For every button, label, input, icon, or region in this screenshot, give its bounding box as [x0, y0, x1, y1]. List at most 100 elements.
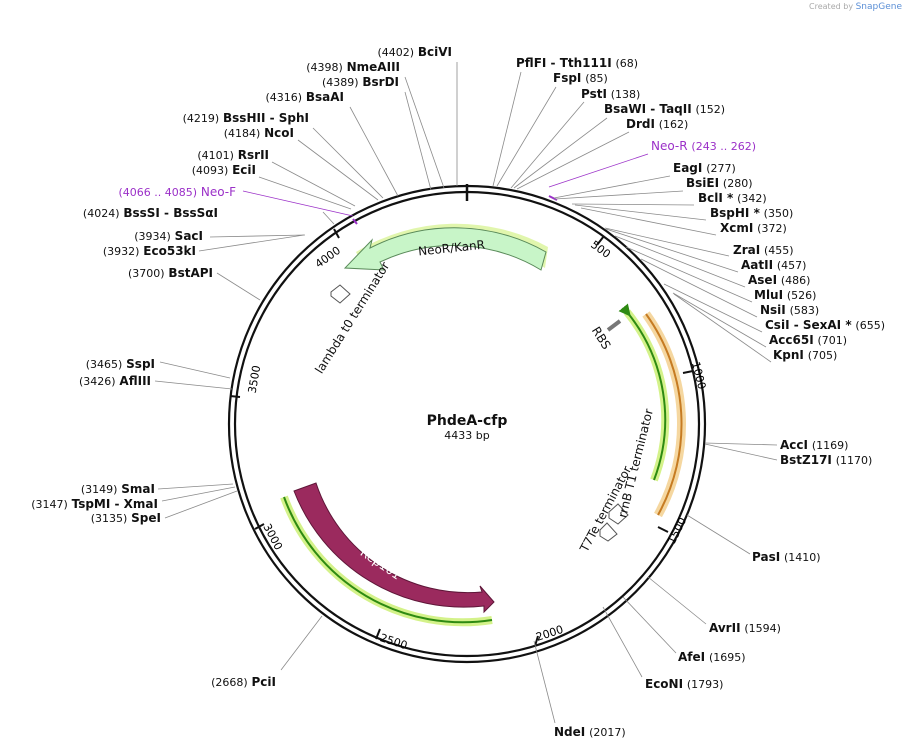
site-name: BciVI	[418, 45, 452, 59]
site-label: AseI (486)	[748, 273, 810, 287]
site-position: (1793)	[687, 678, 724, 691]
site-position: (2017)	[589, 726, 626, 739]
site-label: PflFI - Tth111I (68)	[516, 56, 638, 70]
site-name: MluI	[754, 288, 783, 302]
site-leader-line	[258, 176, 352, 210]
site-position: (152)	[696, 103, 726, 116]
neor-arrow	[343, 227, 547, 271]
site-name: SmaI	[121, 482, 155, 496]
site-label: (3149) SmaI	[81, 482, 155, 496]
site-leader-line	[574, 204, 707, 221]
site-label: PstI (138)	[581, 87, 640, 101]
tick-mark-500	[596, 235, 605, 246]
site-position: (4398)	[306, 61, 343, 74]
site-position: (4316)	[265, 91, 302, 104]
site-position: (4101)	[197, 149, 234, 162]
site-name: BssHII - SphI	[223, 111, 309, 125]
site-name: SspI	[126, 357, 155, 371]
tick-mark-2000	[534, 635, 539, 647]
site-name: BsaAI	[306, 90, 344, 104]
site-name: BsiEI	[686, 176, 719, 190]
site-leader-line	[349, 106, 399, 197]
rrnb-label: rrnB T1 terminator	[615, 407, 656, 519]
lambda-terminator-icon	[330, 284, 351, 304]
site-position: (455)	[764, 244, 794, 257]
site-leader-line	[322, 211, 335, 225]
site-label: (3700) BstAPI	[128, 266, 213, 280]
site-leader-line	[280, 615, 323, 671]
site-leader-line	[605, 228, 739, 273]
site-label: AccI (1169)	[780, 438, 848, 452]
site-leader-line	[159, 361, 231, 379]
site-position: (4219)	[183, 112, 220, 125]
site-name: AccI	[780, 438, 808, 452]
site-position: (3934)	[134, 230, 171, 243]
site-position: (1169)	[812, 439, 849, 452]
site-position: (3147)	[31, 498, 68, 511]
site-name: Eco53kI	[143, 244, 196, 258]
site-leader-line	[622, 596, 677, 654]
rep-green-arc	[283, 496, 493, 624]
site-label: (4184) NcoI	[224, 126, 294, 140]
site-name: BsrDI	[362, 75, 399, 89]
site-name: CsiI - SexAI *	[765, 318, 852, 332]
site-label: EagI (277)	[673, 161, 736, 175]
site-leader-line	[553, 175, 671, 199]
site-leader-line	[510, 101, 585, 189]
site-leader-line	[404, 76, 445, 189]
snapgene-logo: SnapGene	[855, 2, 902, 12]
site-position: (3700)	[128, 267, 165, 280]
site-name: XcmI	[720, 221, 753, 235]
site-label: DrdI (162)	[626, 117, 688, 131]
site-leader-line	[404, 91, 432, 191]
site-position: (2668)	[211, 676, 248, 689]
site-leader-line	[602, 606, 643, 678]
site-leader-line	[209, 234, 306, 238]
site-name: SacI	[175, 229, 203, 243]
site-label: (4398) NmeAIII	[306, 60, 400, 74]
site-position: (3465)	[86, 358, 123, 371]
site-leader-line	[297, 139, 379, 201]
site-leader-line	[663, 283, 763, 333]
site-label: EcoNI (1793)	[645, 677, 723, 691]
site-position: (243 .. 262)	[691, 140, 756, 153]
site-name: BstZ17I	[780, 453, 832, 467]
site-leader-line	[686, 514, 751, 555]
neor-label: NeoR/KanR	[417, 238, 485, 259]
sites-layer: (4402) BciVI(4398) NmeAIII(4389) BsrDI(4…	[31, 45, 885, 739]
site-name: AatII	[741, 258, 773, 272]
site-name: BclI *	[698, 191, 734, 205]
site-leader-line	[571, 203, 695, 206]
site-leader-line	[554, 190, 684, 200]
site-name: NmeAIII	[347, 60, 400, 74]
site-name: AvrII	[709, 621, 741, 635]
site-position: (3426)	[79, 375, 116, 388]
tick-mark-2500	[375, 628, 381, 640]
site-position: (486)	[781, 274, 811, 287]
site-position: (526)	[787, 289, 817, 302]
site-position: (583)	[790, 304, 820, 317]
site-name: NsiI	[760, 303, 786, 317]
plasmid-length: 4433 bp	[444, 429, 489, 442]
site-name: BspHI *	[710, 206, 761, 220]
site-label: (4024) BssSI - BssSαI	[83, 206, 218, 220]
site-position: (4402)	[377, 46, 414, 59]
feature-layer: NeoR/KanR lambda t0 terminator RBS rrnB …	[280, 195, 686, 627]
site-label: BsiEI (280)	[686, 176, 753, 190]
primer-label: Neo-R (243 .. 262)	[651, 139, 756, 153]
site-label: KpnI (705)	[773, 348, 837, 362]
neo-f-primer-mark	[352, 218, 358, 225]
site-name: Neo-F	[201, 185, 236, 199]
site-name: SpeI	[131, 511, 161, 525]
site-label: BspHI * (350)	[710, 206, 793, 220]
site-label: (4093) EciI	[192, 163, 256, 177]
site-name: NdeI	[554, 725, 585, 739]
site-name: BssSI - BssSαI	[123, 206, 218, 220]
site-label: (3426) AflIII	[79, 374, 151, 388]
site-name: BstAPI	[168, 266, 213, 280]
site-position: (457)	[777, 259, 807, 272]
site-leader-line	[548, 153, 649, 188]
site-label: BsaWI - TaqII (152)	[604, 102, 725, 116]
site-leader-line	[161, 486, 236, 502]
